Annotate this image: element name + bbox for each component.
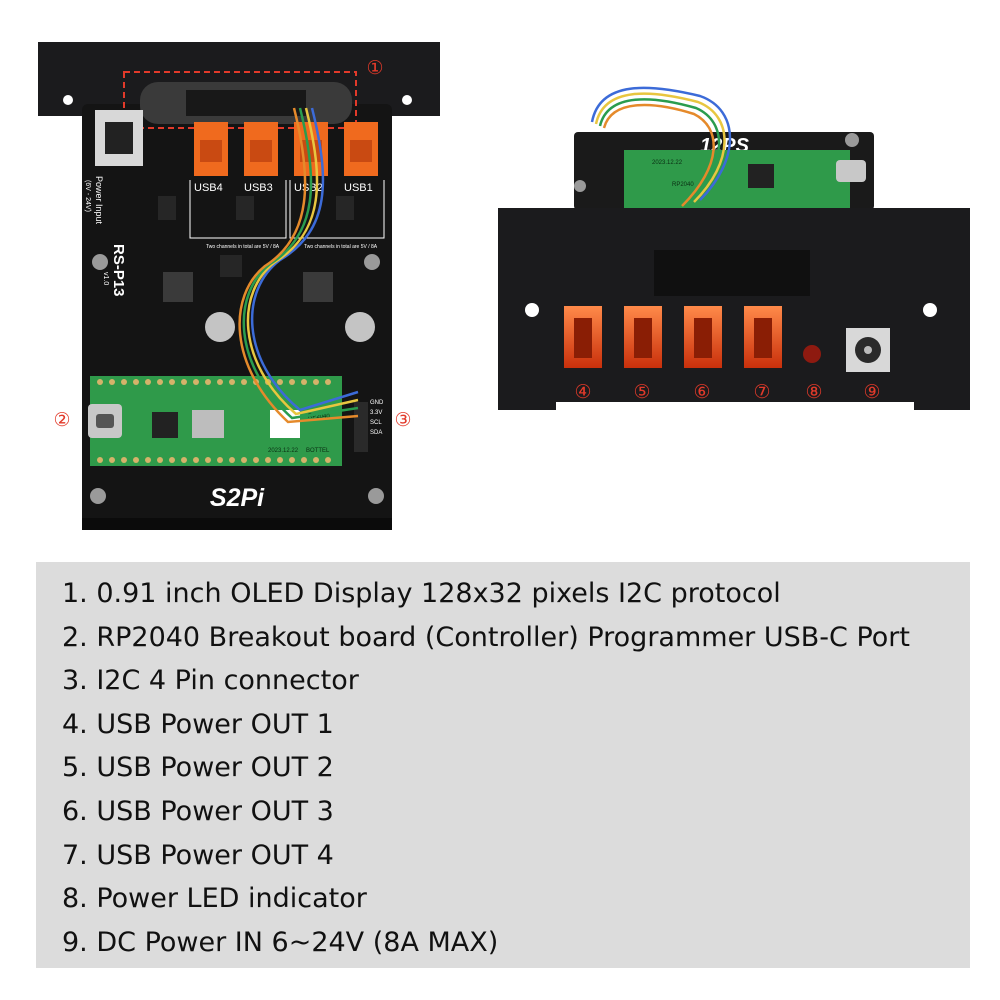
usb4-label: USB4 bbox=[194, 182, 223, 194]
inductor-right bbox=[303, 272, 333, 302]
legend-item-1: 1. 0.91 inch OLED Display 128x32 pixels … bbox=[62, 578, 781, 609]
usb2-label: USB2 bbox=[294, 182, 323, 194]
power-led bbox=[803, 345, 821, 363]
power-range-label: (6V - 24V) bbox=[84, 180, 91, 212]
usb-ports-front bbox=[194, 122, 378, 176]
bracket-hole-right bbox=[402, 95, 412, 105]
legend-list: 1. 0.91 inch OLED Display 128x32 pixels … bbox=[36, 562, 970, 964]
legend-item-3: 3. I2C 4 Pin connector bbox=[62, 665, 359, 697]
i2c-pin-scl: SCL bbox=[370, 420, 382, 426]
legend-item-8: 8. Power LED indicator bbox=[62, 883, 367, 915]
callout-8: ⑧ bbox=[805, 381, 822, 403]
callout-7: ⑦ bbox=[753, 381, 770, 403]
rp2040-chip bbox=[152, 412, 178, 438]
capacitor-left bbox=[205, 312, 235, 342]
legend-item-5: 5. USB Power OUT 2 bbox=[62, 752, 334, 784]
callout-5: ⑤ bbox=[633, 381, 650, 403]
oled-callout-box bbox=[123, 71, 357, 129]
legend-item-9: 9. DC Power IN 6~24V (8A MAX) bbox=[62, 926, 499, 958]
legend-item-2: 2. RP2040 Breakout board (Controller) Pr… bbox=[62, 621, 910, 653]
rear-usb-ports bbox=[564, 306, 782, 368]
legend-item-6: 6. USB Power OUT 3 bbox=[62, 795, 334, 827]
channel-note-a: Two channels in total are 5V / 8A bbox=[206, 244, 280, 250]
rear-pico-chip: RP2040 bbox=[672, 182, 694, 188]
screw-tl bbox=[92, 254, 108, 270]
i2c-pin-3v3: 3.3V bbox=[370, 410, 382, 416]
front-board-view: ① USB4 USB3 USB2 USB1 Two channels in to… bbox=[38, 42, 440, 530]
legend-item-7: 7. USB Power OUT 4 bbox=[62, 839, 334, 871]
callout-3: ③ bbox=[394, 409, 411, 431]
inductor-left bbox=[163, 272, 193, 302]
pico-brand: BOTTEL bbox=[306, 448, 330, 454]
feature-legend: 1. 0.91 inch OLED Display 128x32 pixels … bbox=[36, 562, 970, 968]
usb3-label: USB3 bbox=[244, 182, 273, 194]
rear-hole-left bbox=[525, 303, 539, 317]
callout-4: ④ bbox=[574, 381, 591, 403]
callout-1: ① bbox=[366, 57, 383, 79]
rear-pico-date: 2023.12.22 bbox=[652, 160, 683, 166]
screw-br bbox=[368, 488, 384, 504]
legend-item-4: 4. USB Power OUT 1 bbox=[62, 708, 334, 740]
pico-date: 2023.12.22 bbox=[268, 448, 299, 454]
board-model: RS-P13 bbox=[110, 244, 127, 297]
channel-note-b: Two channels in total are 5V / 8A bbox=[304, 244, 378, 250]
power-input-label: Power Input bbox=[94, 176, 104, 225]
callout-6: ⑥ bbox=[693, 381, 710, 403]
callout-2: ② bbox=[53, 409, 70, 431]
rear-panel-view: 12PS 2023.12.22 RP2040 bbox=[498, 86, 970, 410]
rear-i2c-wires bbox=[590, 86, 732, 207]
board-logo: S2Pi bbox=[210, 484, 265, 512]
capacitor-right bbox=[345, 312, 375, 342]
i2c-pin-gnd: GND bbox=[370, 400, 384, 406]
callout-9: ⑨ bbox=[863, 381, 880, 403]
i2c-connector bbox=[354, 402, 368, 452]
i2c-pin-sda: SDA bbox=[370, 430, 382, 436]
rear-rp2040-controller bbox=[624, 150, 850, 212]
usb1-label: USB1 bbox=[344, 182, 373, 194]
i2c-wires bbox=[238, 107, 359, 424]
board-version: v1.0 bbox=[102, 272, 109, 285]
rear-hole-right bbox=[923, 303, 937, 317]
bracket-hole-left bbox=[63, 95, 73, 105]
screw-tr bbox=[364, 254, 380, 270]
product-photos: ① USB4 USB3 USB2 USB1 Two channels in to… bbox=[38, 42, 970, 530]
screw-bl bbox=[90, 488, 106, 504]
pico-chip-label: RP2040 bbox=[308, 414, 330, 420]
